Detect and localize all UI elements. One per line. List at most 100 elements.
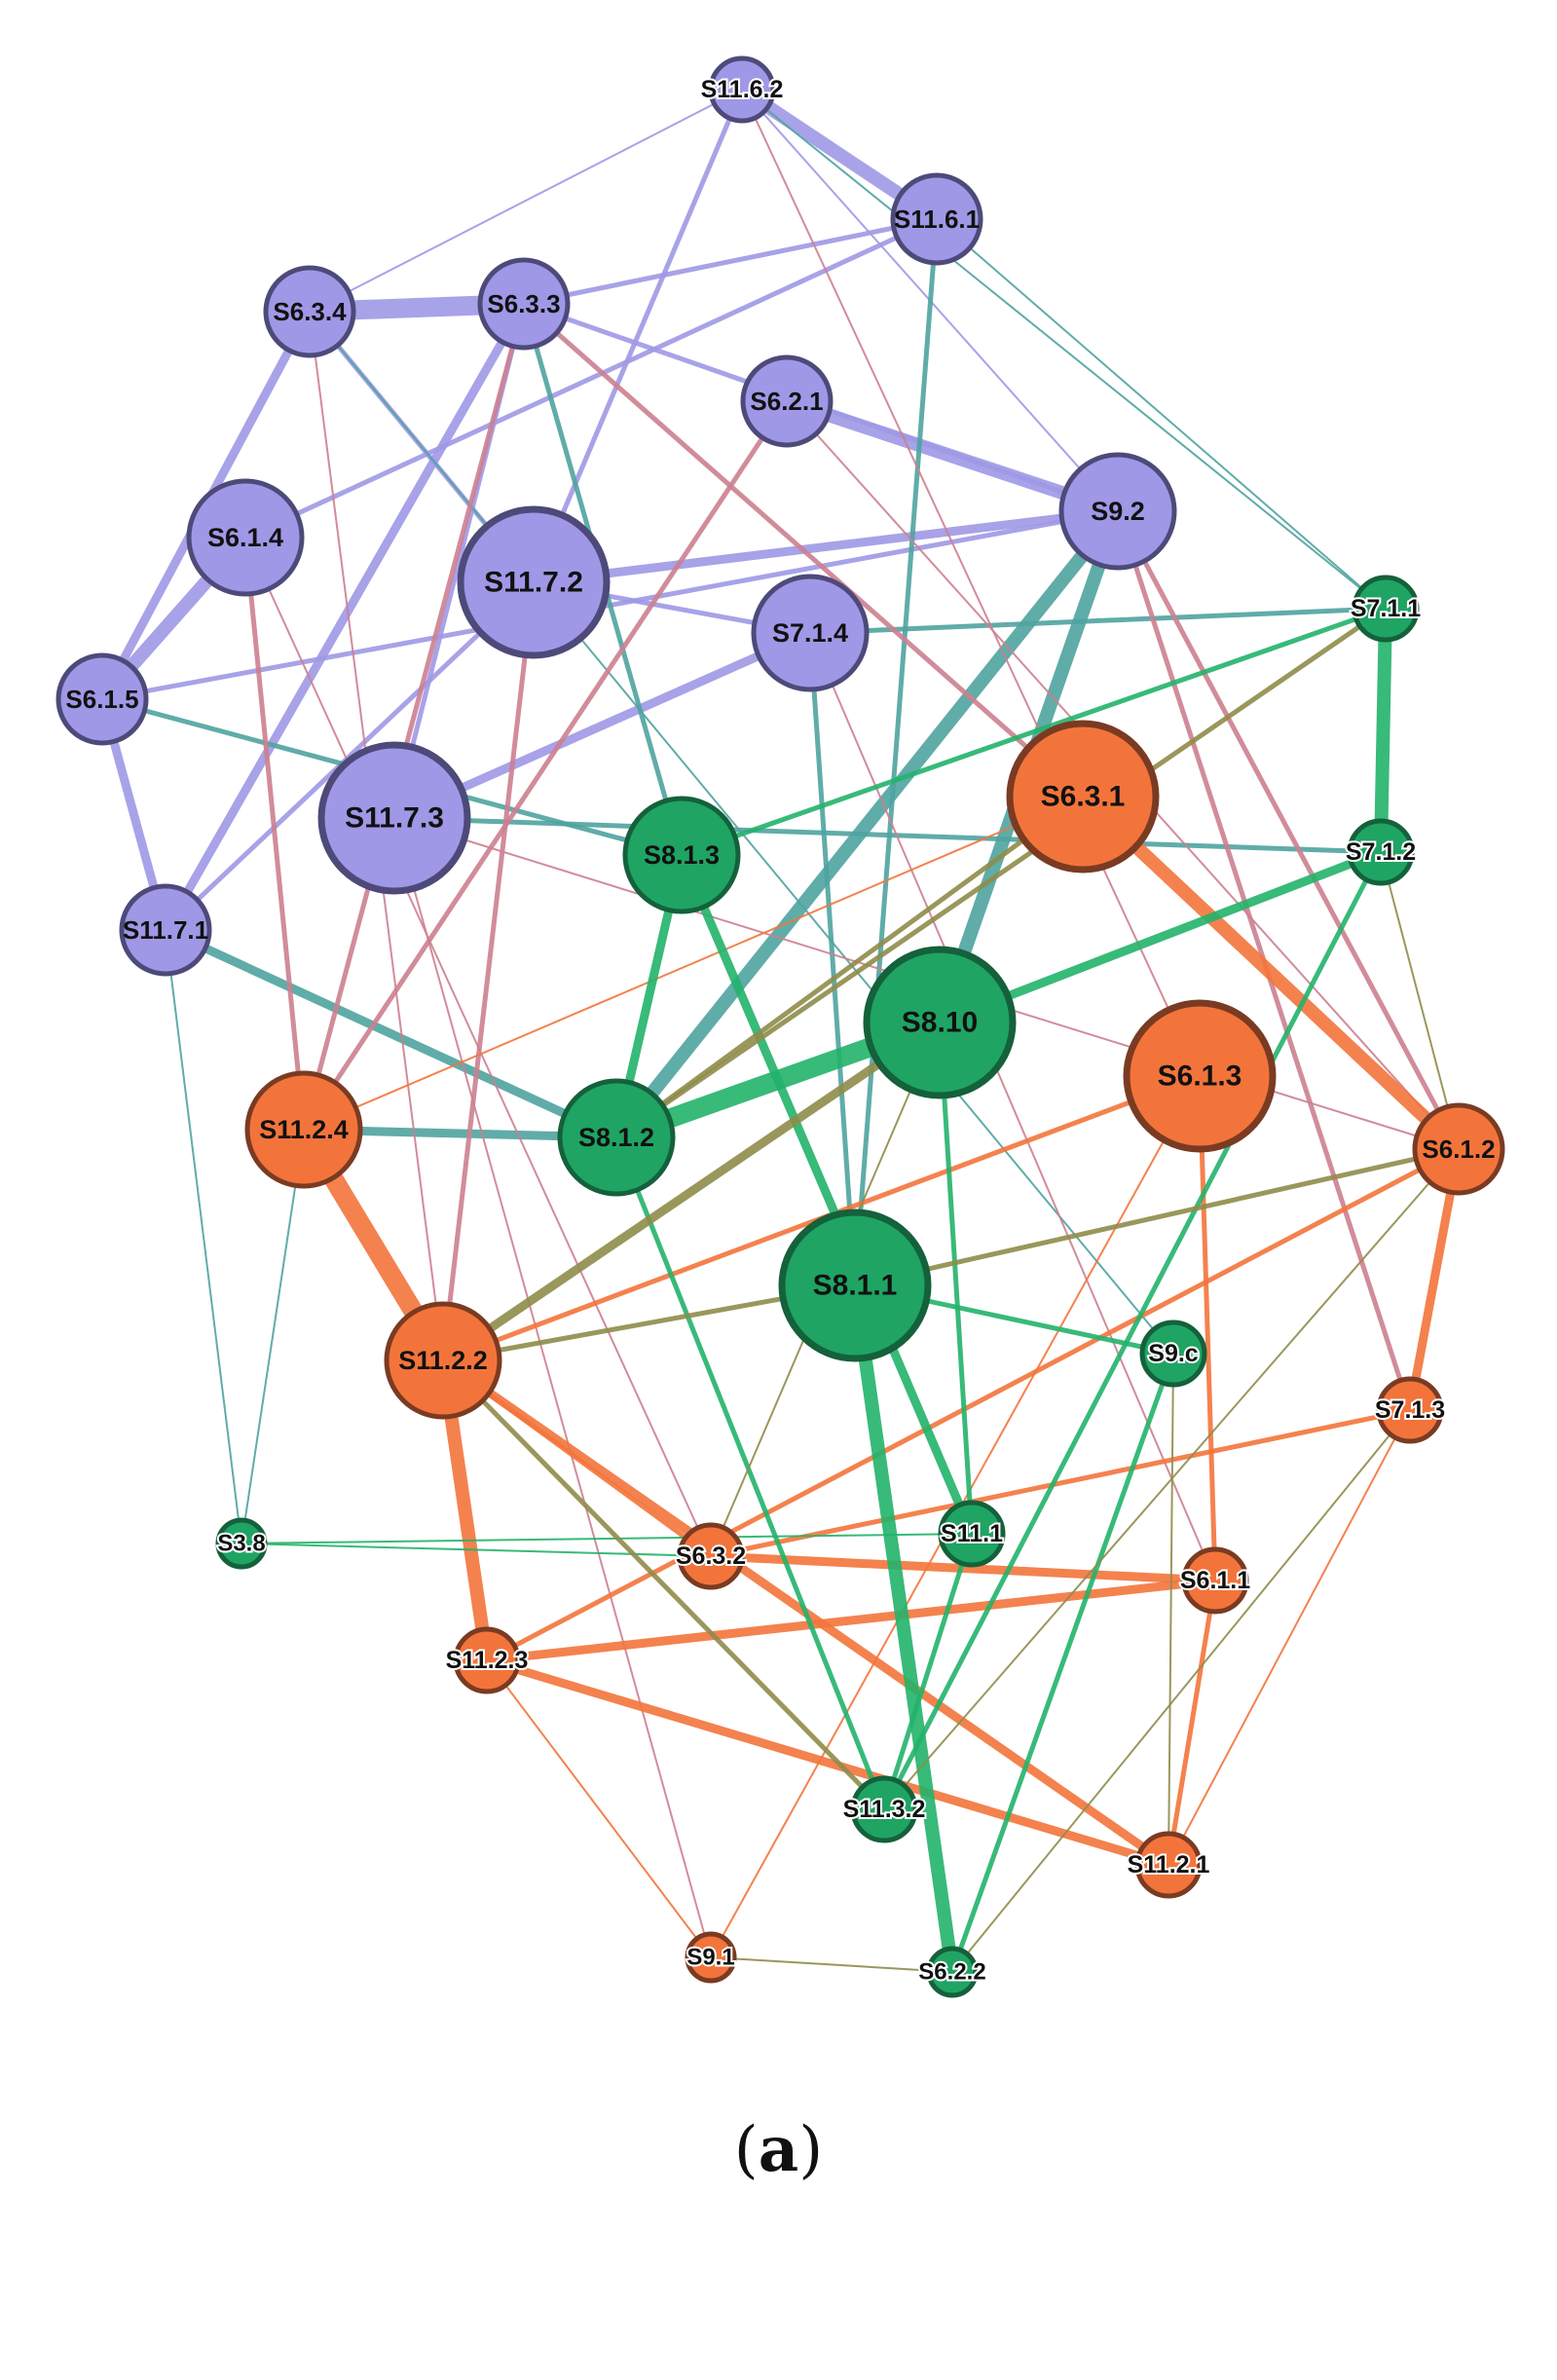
node-label-s8-1-1: S8.1.1 (813, 1270, 898, 1302)
node-s6-1-5: S6.1.5 (56, 652, 149, 746)
node-circle-s11-6-2 (708, 56, 776, 124)
edge-s11-7-1-s6-3-3 (162, 301, 528, 933)
node-circle-s11-1 (938, 1500, 1006, 1568)
node-circle-s6-1-4 (186, 478, 305, 597)
edge-s11-2-3-s9-1 (486, 1659, 712, 1958)
node-circle-s9-2 (1058, 452, 1177, 571)
node-s3-8: S3.8 (215, 1517, 268, 1570)
edge-s11-2-1-s9-c (1168, 1353, 1174, 1866)
edge-s6-3-1-s6-1-2 (1078, 791, 1464, 1155)
node-s9-c: S9.c (1139, 1320, 1207, 1388)
edge-s9-c-s6-2-2 (949, 1353, 1176, 1973)
node-label-s6-3-3: S6.3.3 (487, 289, 560, 318)
edge-s8-1-2-s11-3-2 (613, 1136, 887, 1810)
node-label-s11-7-2: S11.7.2 (484, 567, 583, 599)
edge-s11-2-4-s6-3-1 (303, 796, 1084, 1131)
node-s6-2-2: S6.2.2 (916, 1946, 988, 1998)
edge-s7-1-2-s6-1-2 (1380, 851, 1460, 1150)
node-s11-1: S11.1 (938, 1500, 1006, 1568)
node-s7-1-1: S7.1.1 (1349, 575, 1423, 643)
node-circle-s7-1-1 (1352, 575, 1420, 643)
edge-s6-1-2-s8-1-1 (854, 1146, 1460, 1288)
edge-s11-2-3-s11-2-1 (485, 1655, 1170, 1870)
edge-s9-1-s11-7-3 (393, 817, 712, 1958)
node-circle-s11-2-4 (244, 1070, 363, 1189)
caption-letter: a (758, 2113, 799, 2186)
edge-s8-1-1-s11-6-1 (852, 218, 940, 1286)
edge-s7-1-3-s11-2-1 (1168, 1409, 1411, 1866)
node-circle-s6-3-3 (477, 257, 571, 351)
edge-s11-2-4-s6-2-1 (301, 399, 790, 1132)
node-s6-2-1: S6.2.1 (740, 354, 834, 448)
edge-s3-8-s11-1 (241, 1533, 973, 1544)
node-s11-2-1: S11.2.1 (1126, 1831, 1211, 1899)
node-label-s9-2: S9.2 (1091, 497, 1145, 526)
node-s11-2-2: S11.2.2 (384, 1301, 502, 1420)
node-s8-1-1: S8.1.1 (778, 1209, 932, 1362)
edge-s8-10-s7-1-2 (938, 847, 1383, 1027)
edge-s6-1-4-s11-6-1 (243, 216, 939, 540)
node-s6-3-2: S6.3.2 (674, 1522, 748, 1590)
caption-open-paren: ( (733, 2114, 759, 2186)
node-circle-s8-1-1 (778, 1209, 932, 1362)
node-circle-s8-1-3 (622, 796, 741, 914)
node-s11-7-2: S11.7.2 (457, 505, 611, 659)
node-s9-1: S9.1 (685, 1931, 737, 1984)
edge-s6-3-3-s11-6-1 (523, 216, 938, 307)
edge-s8-1-3-s11-1 (677, 853, 977, 1536)
node-label-s7-1-2: S7.1.2 (1346, 838, 1416, 866)
node-s6-1-4: S6.1.4 (186, 478, 305, 597)
node-circle-s11-3-2 (850, 1775, 918, 1843)
edge-s11-2-3-s6-1-1 (486, 1576, 1216, 1665)
node-label-s11-2-3: S11.2.3 (446, 1647, 529, 1674)
node-circle-s11-7-3 (317, 741, 471, 895)
node-circle-s9-1 (685, 1931, 737, 1984)
node-label-s6-1-1: S6.1.1 (1180, 1567, 1250, 1594)
edge-s6-1-3-s6-1-1 (1197, 1075, 1218, 1581)
node-circle-s11-6-1 (890, 172, 983, 266)
edge-s6-1-2-s11-2-3 (485, 1146, 1461, 1663)
edge-s11-6-2-s6-3-4 (309, 89, 743, 313)
node-label-s11-7-1: S11.7.1 (123, 915, 208, 945)
node-s8-1-3: S8.1.3 (622, 796, 741, 914)
edge-s11-7-1-s8-1-2 (164, 925, 618, 1142)
edge-s7-1-2-s11-3-2 (881, 850, 1384, 1811)
caption-close-paren: ) (798, 2114, 824, 2186)
node-circle-s11-7-2 (457, 505, 611, 659)
node-s8-10: S8.10 (863, 946, 1017, 1099)
node-s11-7-3: S11.7.3 (317, 741, 471, 895)
node-label-s11-2-1: S11.2.1 (1128, 1851, 1210, 1878)
node-circle-s8-1-2 (557, 1078, 676, 1197)
edge-s8-1-1-s6-2-2 (848, 1284, 959, 1973)
node-s8-1-2: S8.1.2 (557, 1078, 676, 1197)
node-s7-1-4: S7.1.4 (751, 574, 870, 692)
edge-s8-1-3-s7-1-1 (681, 606, 1387, 858)
node-s11-2-3: S11.2.3 (444, 1626, 530, 1694)
node-s11-3-2: S11.3.2 (841, 1775, 927, 1843)
node-circle-s6-2-2 (926, 1946, 979, 1998)
edge-s6-2-2-s7-1-3 (951, 1409, 1411, 1973)
node-circle-s6-1-1 (1181, 1546, 1249, 1615)
node-s7-1-3: S7.1.3 (1373, 1376, 1447, 1444)
node-label-s7-1-4: S7.1.4 (772, 618, 848, 648)
node-circle-s6-1-2 (1412, 1102, 1505, 1196)
node-circle-s3-8 (215, 1517, 268, 1570)
edge-s11-7-2-s9-2 (533, 506, 1119, 587)
node-label-s6-3-4: S6.3.4 (273, 297, 347, 326)
edge-s7-1-4-s8-1-1 (807, 632, 858, 1286)
node-s11-6-2: S11.6.2 (699, 56, 785, 124)
node-circle-s7-1-3 (1376, 1376, 1444, 1444)
node-s6-3-1: S6.3.1 (1006, 720, 1160, 874)
edge-s11-6-2-s7-1-1 (741, 89, 1387, 610)
node-label-s6-1-4: S6.1.4 (207, 523, 283, 552)
node-s6-3-4: S6.3.4 (263, 265, 356, 358)
edge-s3-8-s11-2-4 (241, 1129, 305, 1544)
node-label-s3-8: S3.8 (217, 1531, 265, 1557)
node-s9-2: S9.2 (1058, 452, 1177, 571)
edge-s11-2-4-s6-3-3 (301, 303, 527, 1131)
edge-s8-10-s11-1 (937, 1022, 975, 1535)
edge-s6-3-2-s7-1-3 (710, 1407, 1411, 1559)
node-circle-s6-3-4 (263, 265, 356, 358)
